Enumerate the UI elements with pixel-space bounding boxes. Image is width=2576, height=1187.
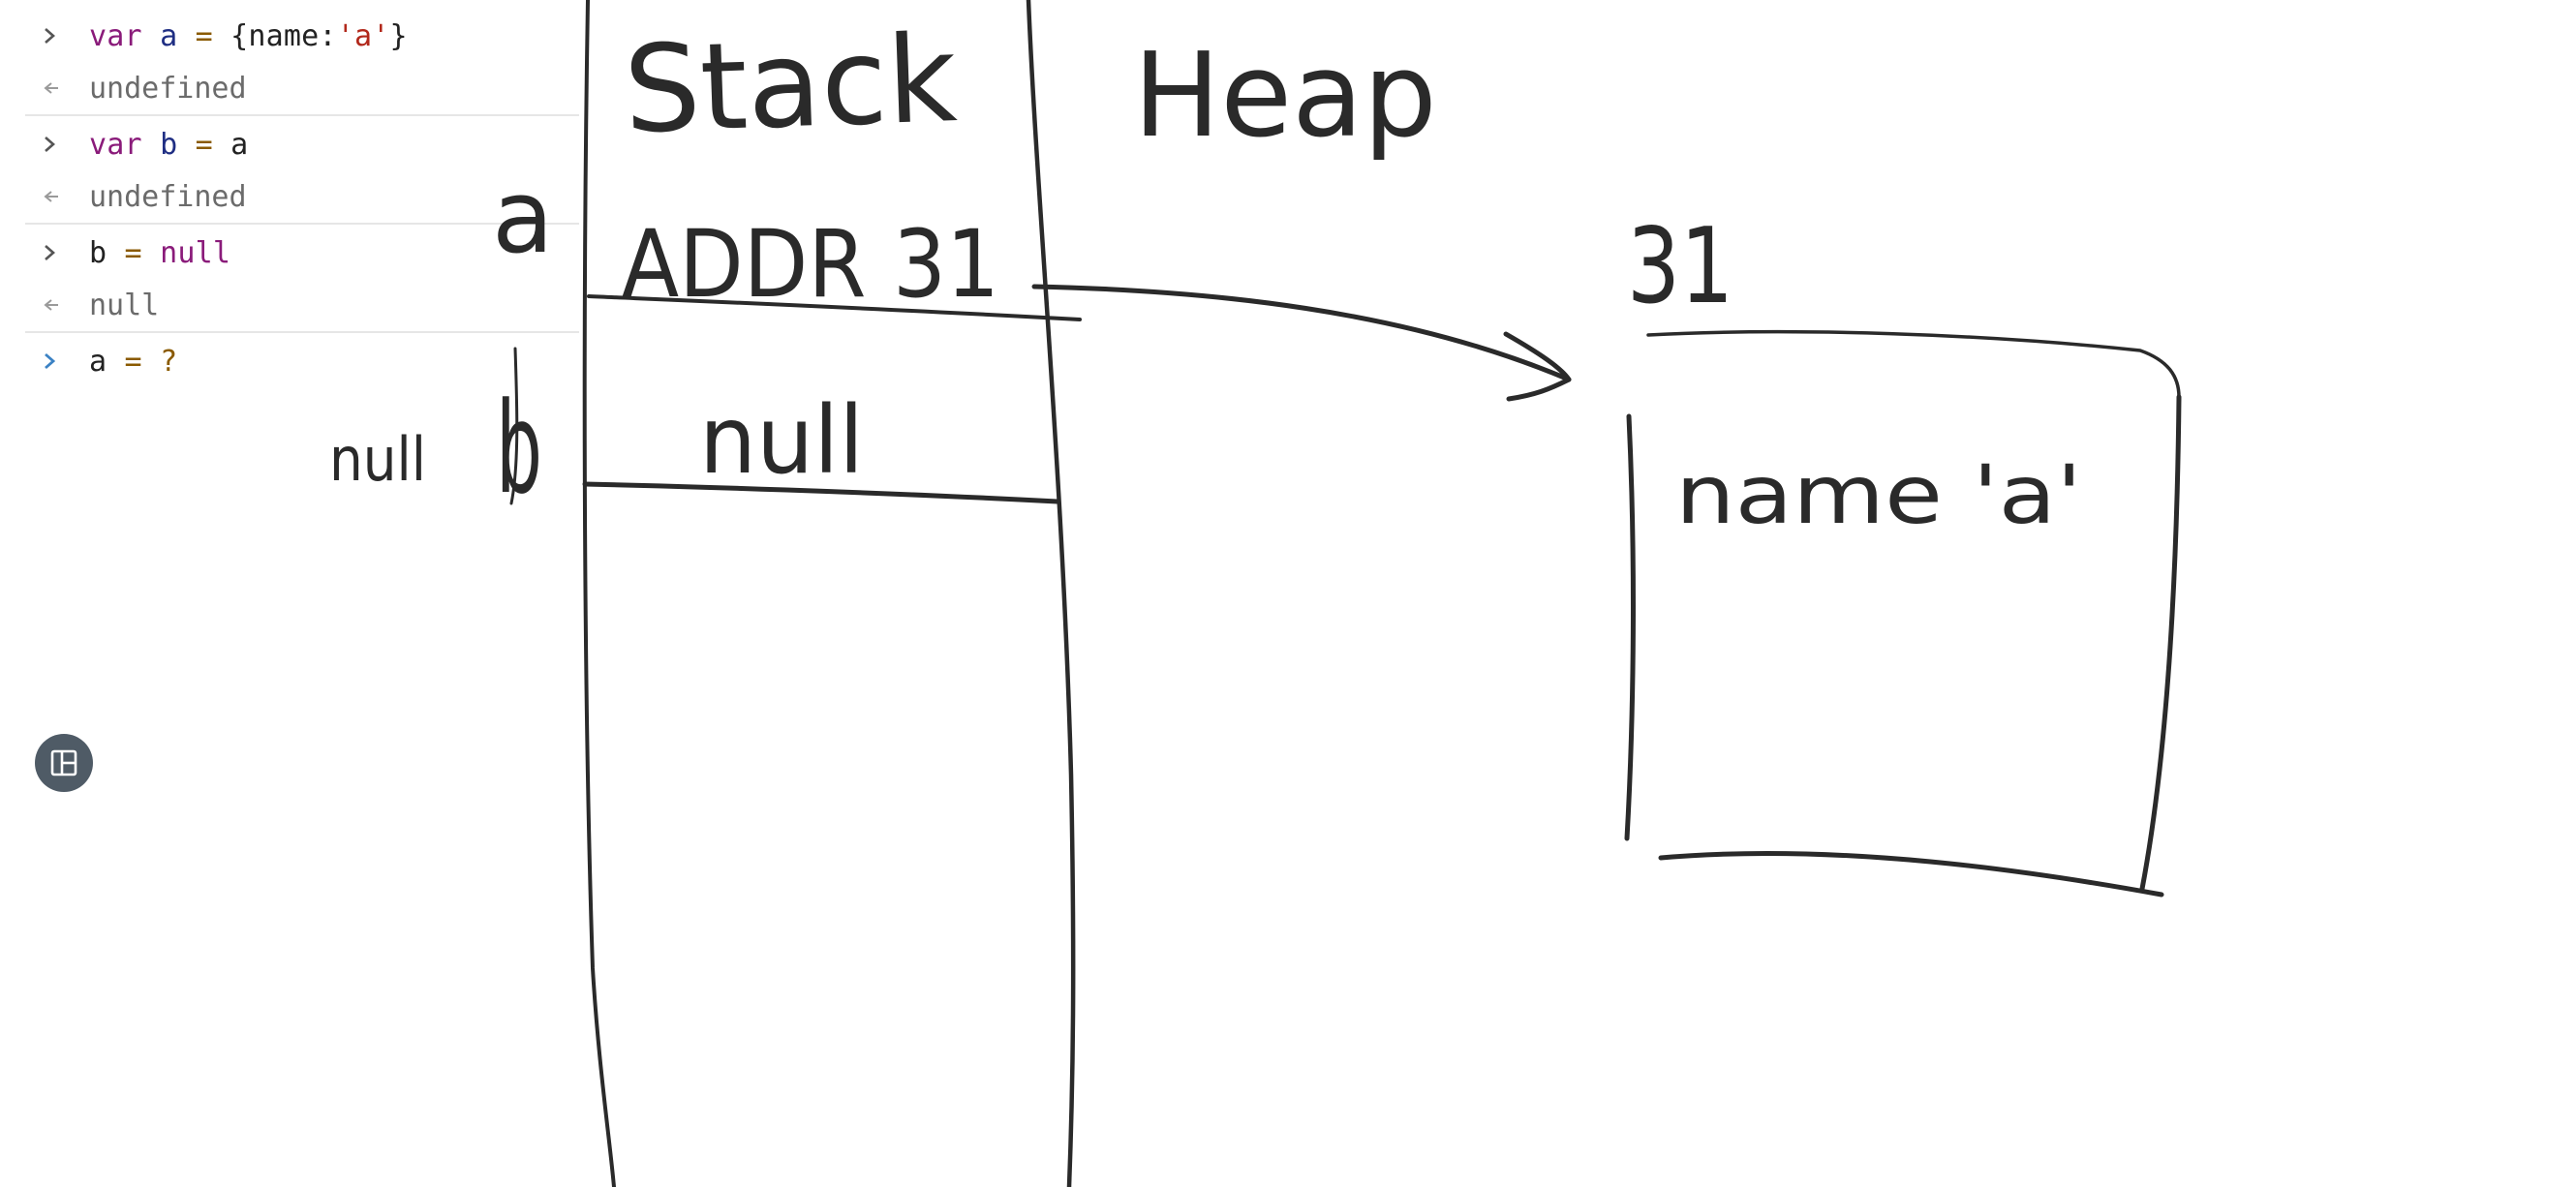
console-input-text: var a = {name:'a'} xyxy=(89,19,408,53)
code-string: 'a' xyxy=(336,18,390,53)
stack-right-wall xyxy=(1026,0,1076,1187)
code-variable: a xyxy=(89,344,107,379)
code-operator: = xyxy=(124,344,142,379)
console-input-row[interactable]: b = null xyxy=(25,227,579,279)
code-variable: a xyxy=(160,18,178,53)
return-arrow-icon xyxy=(25,78,89,98)
console-output-row: undefined xyxy=(25,62,579,114)
console-input-text: a = ? xyxy=(89,345,177,379)
code-question: ? xyxy=(160,344,178,379)
stack-row-value-a: ADDR 31 xyxy=(622,210,999,319)
code-object-close: } xyxy=(389,18,408,53)
heap-object-address: 31 xyxy=(1627,206,1733,327)
code-variable: b xyxy=(160,127,178,162)
chevron-right-icon xyxy=(25,243,89,262)
code-operator: = xyxy=(195,127,213,162)
code-operator: = xyxy=(195,18,213,53)
pointer-arrow-line xyxy=(1031,284,1572,382)
code-null-literal: null xyxy=(160,235,231,270)
layout-panel-button[interactable] xyxy=(35,734,93,792)
heap-box-bottom xyxy=(1658,851,2164,898)
code-variable: b xyxy=(89,235,107,270)
heap-object-content: name 'a' xyxy=(1675,447,2082,542)
devtools-console: var a = {name:'a'} undefined var b = a u… xyxy=(0,0,579,387)
code-keyword: var xyxy=(89,18,142,53)
console-input-text: b = null xyxy=(89,236,230,270)
console-divider xyxy=(25,223,579,225)
code-value: a xyxy=(230,127,249,162)
stack-row-line xyxy=(587,294,1082,321)
console-divider xyxy=(25,114,579,116)
console-input-text: var b = a xyxy=(89,128,248,162)
console-divider xyxy=(25,331,579,333)
chevron-right-icon xyxy=(25,351,89,371)
code-keyword: var xyxy=(89,127,142,162)
pointer-arrow-head xyxy=(1503,331,1572,402)
heap-box-left xyxy=(1624,413,1636,841)
stack-row-line xyxy=(582,481,1060,504)
chevron-right-icon xyxy=(25,135,89,154)
code-object-open: {name: xyxy=(230,18,337,53)
console-output-text: null xyxy=(89,288,160,322)
console-output-text: undefined xyxy=(89,71,247,106)
stack-title: Stack xyxy=(622,10,959,161)
stack-row-label-b: b xyxy=(496,375,542,522)
heap-title: Heap xyxy=(1133,29,1437,164)
console-output-row: undefined xyxy=(25,170,579,223)
heap-box-right xyxy=(2139,394,2182,892)
console-output-text: undefined xyxy=(89,179,247,214)
return-arrow-icon xyxy=(25,187,89,206)
console-input-row[interactable]: var b = a xyxy=(25,118,579,170)
stack-left-wall xyxy=(582,0,616,1187)
console-input-row[interactable]: var a = {name:'a'} xyxy=(25,10,579,62)
heap-box-top xyxy=(1646,329,2181,399)
chevron-right-icon xyxy=(25,26,89,46)
console-output-row: null xyxy=(25,279,579,331)
stack-side-note-b: null xyxy=(329,424,426,495)
layout-panel-icon xyxy=(50,749,77,776)
code-operator: = xyxy=(124,235,142,270)
return-arrow-icon xyxy=(25,295,89,315)
stack-row-value-b: null xyxy=(699,386,864,495)
console-active-input[interactable]: a = ? xyxy=(25,335,579,387)
